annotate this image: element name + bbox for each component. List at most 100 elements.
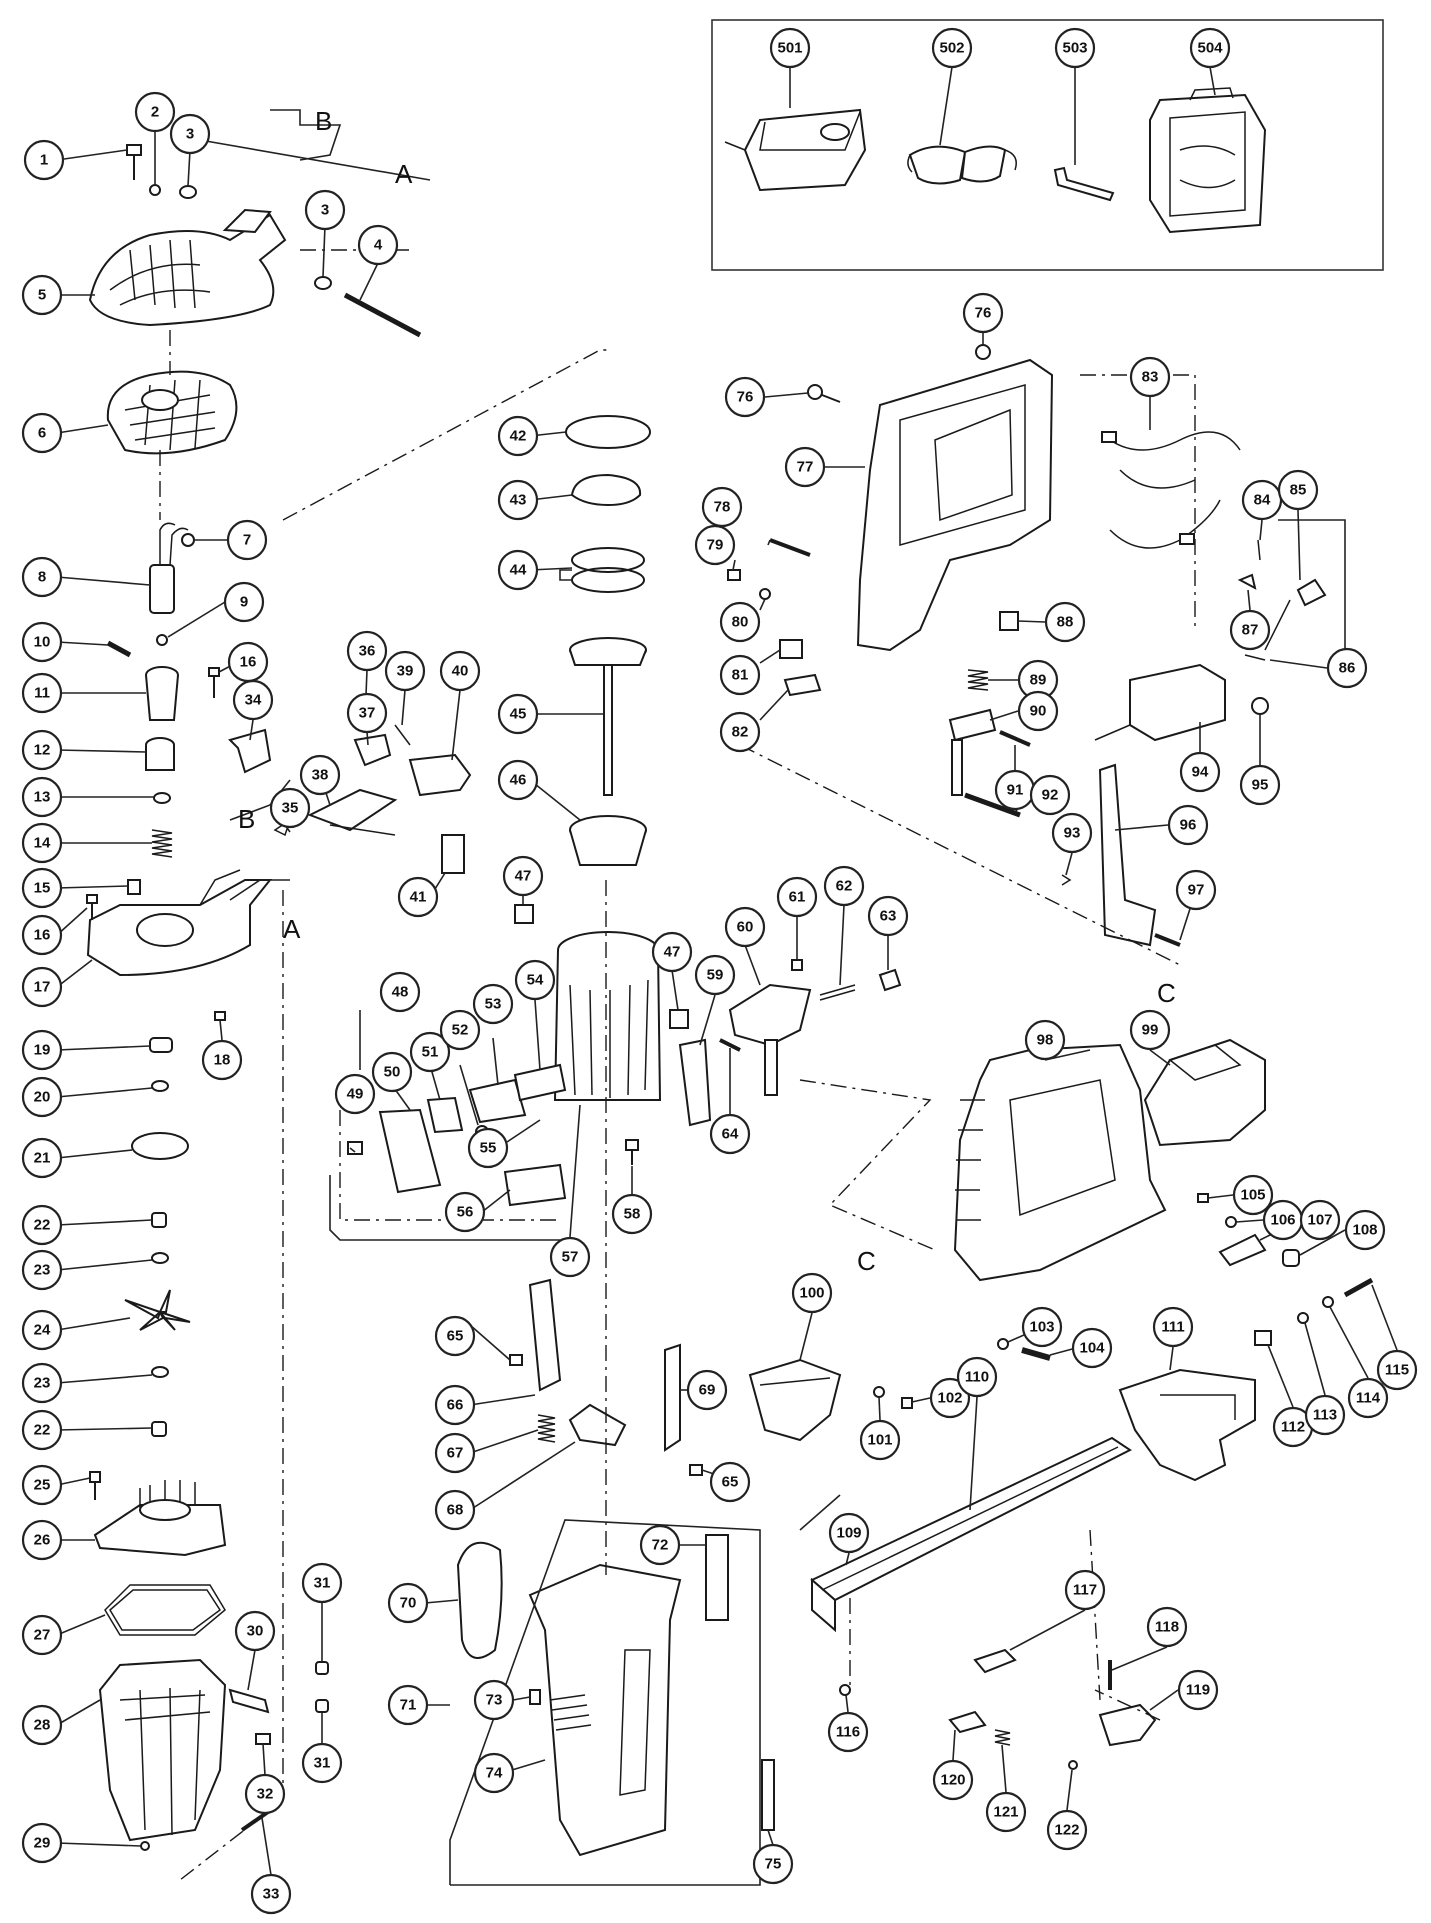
callout-84: 84 [1241, 479, 1283, 521]
callout-85: 85 [1277, 469, 1319, 511]
svg-text:16: 16 [240, 654, 257, 671]
callout-86: 86 [1326, 647, 1368, 689]
svg-text:60: 60 [737, 919, 754, 936]
callout-42: 42 [497, 415, 539, 457]
svg-text:68: 68 [447, 1502, 464, 1519]
callout-26: 26 [21, 1519, 63, 1561]
hook-100-drawing [748, 1358, 842, 1442]
svg-text:118: 118 [1155, 1619, 1179, 1636]
svg-text:72: 72 [652, 1537, 669, 1554]
callout-79: 79 [694, 524, 736, 566]
callout-77: 77 [784, 446, 826, 488]
valve-15-drawing [127, 879, 141, 895]
callout-104: 104 [1071, 1327, 1113, 1369]
callout-43: 43 [497, 479, 539, 521]
accessories-box [711, 19, 1384, 271]
svg-text:11: 11 [34, 685, 50, 702]
callout-65b: 65 [709, 1461, 751, 1503]
svg-text:65: 65 [447, 1328, 464, 1345]
svg-text:53: 53 [485, 996, 502, 1013]
pad-41-drawing [441, 834, 465, 874]
svg-text:34: 34 [245, 692, 262, 709]
callout-16: 16 [21, 914, 63, 956]
svg-text:25: 25 [34, 1477, 51, 1494]
svg-text:119: 119 [1186, 1682, 1210, 1699]
callout-122: 122 [1046, 1809, 1088, 1851]
battery-99-drawing [1143, 1038, 1266, 1147]
svg-text:52: 52 [452, 1022, 469, 1039]
svg-text:6: 6 [38, 425, 46, 442]
svg-text:79: 79 [707, 537, 724, 554]
washer-80-drawing [759, 588, 771, 600]
svg-text:97: 97 [1188, 882, 1205, 899]
spring-93-drawing [1061, 874, 1072, 886]
sleeve-12-drawing [145, 737, 175, 771]
spring-63-drawing [878, 968, 902, 992]
svg-text:23: 23 [34, 1262, 51, 1279]
screw-116-drawing [839, 1684, 851, 1696]
callout-69: 69 [686, 1369, 728, 1411]
frame-parts-48-56 [347, 1063, 567, 1207]
leader-lines [56, 66, 1398, 1876]
svg-text:18: 18 [214, 1052, 231, 1069]
callout-28: 28 [21, 1704, 63, 1746]
svg-text:109: 109 [836, 1525, 861, 1542]
svg-text:43: 43 [510, 492, 527, 509]
callout-109: 109 [828, 1512, 870, 1554]
svg-text:20: 20 [34, 1089, 51, 1106]
svg-text:37: 37 [359, 705, 376, 722]
callout-60: 60 [724, 906, 766, 948]
svg-text:47: 47 [664, 944, 681, 961]
callout-53: 53 [472, 983, 514, 1025]
svg-text:83: 83 [1142, 369, 1159, 386]
nut-22-drawing [151, 1212, 167, 1228]
washer-20-drawing [151, 1080, 169, 1092]
clip-82-drawing [783, 673, 822, 697]
callout-90: 90 [1017, 690, 1059, 732]
svg-text:503: 503 [1062, 40, 1087, 57]
contact-86-drawing [1244, 654, 1266, 661]
callout-21: 21 [21, 1137, 63, 1179]
callout-35: 35 [269, 787, 311, 829]
svg-text:90: 90 [1030, 703, 1047, 720]
callout-117: 117 [1064, 1569, 1106, 1611]
pin-61-drawing [791, 959, 803, 971]
label-72-drawing [705, 1534, 729, 1621]
svg-text:76: 76 [975, 305, 992, 322]
svg-text:102: 102 [937, 1390, 962, 1407]
pin-10-drawing [106, 640, 132, 658]
ref-letter-c-mid: C [857, 1246, 876, 1276]
callout-2: 2 [134, 91, 176, 133]
bracket-lines [559, 519, 1346, 665]
svg-text:93: 93 [1064, 825, 1081, 842]
svg-text:39: 39 [397, 663, 414, 680]
callout-108: 108 [1344, 1209, 1386, 1251]
callout-100: 100 [791, 1272, 833, 1314]
callout-44: 44 [497, 549, 539, 591]
callout-501: 501 [769, 27, 811, 69]
switch-40-drawing [408, 753, 472, 797]
callout-106: 106 [1262, 1199, 1304, 1241]
battery-charger-drawing [724, 108, 867, 192]
svg-text:7: 7 [243, 532, 251, 549]
label-75-drawing [761, 1759, 775, 1831]
svg-text:8: 8 [38, 569, 46, 586]
svg-text:76: 76 [737, 389, 754, 406]
callout-76b: 76 [724, 376, 766, 418]
callout-36: 36 [346, 630, 388, 672]
svg-text:44: 44 [510, 562, 527, 579]
callout-65: 65 [434, 1315, 476, 1357]
callout-27: 27 [21, 1614, 63, 1656]
callout-58: 58 [611, 1193, 653, 1235]
callout-102: 102 [929, 1377, 971, 1419]
magazine-110-drawing [810, 1436, 1132, 1633]
callout-40: 40 [439, 650, 481, 692]
callout-25: 25 [21, 1464, 63, 1506]
callout-78: 78 [701, 486, 743, 528]
svg-text:105: 105 [1240, 1187, 1265, 1204]
callout-1: 1 [23, 139, 65, 181]
svg-text:50: 50 [384, 1064, 401, 1081]
callout-502: 502 [931, 27, 973, 69]
svg-text:46: 46 [510, 772, 527, 789]
washer-113-drawing [1297, 1312, 1309, 1324]
